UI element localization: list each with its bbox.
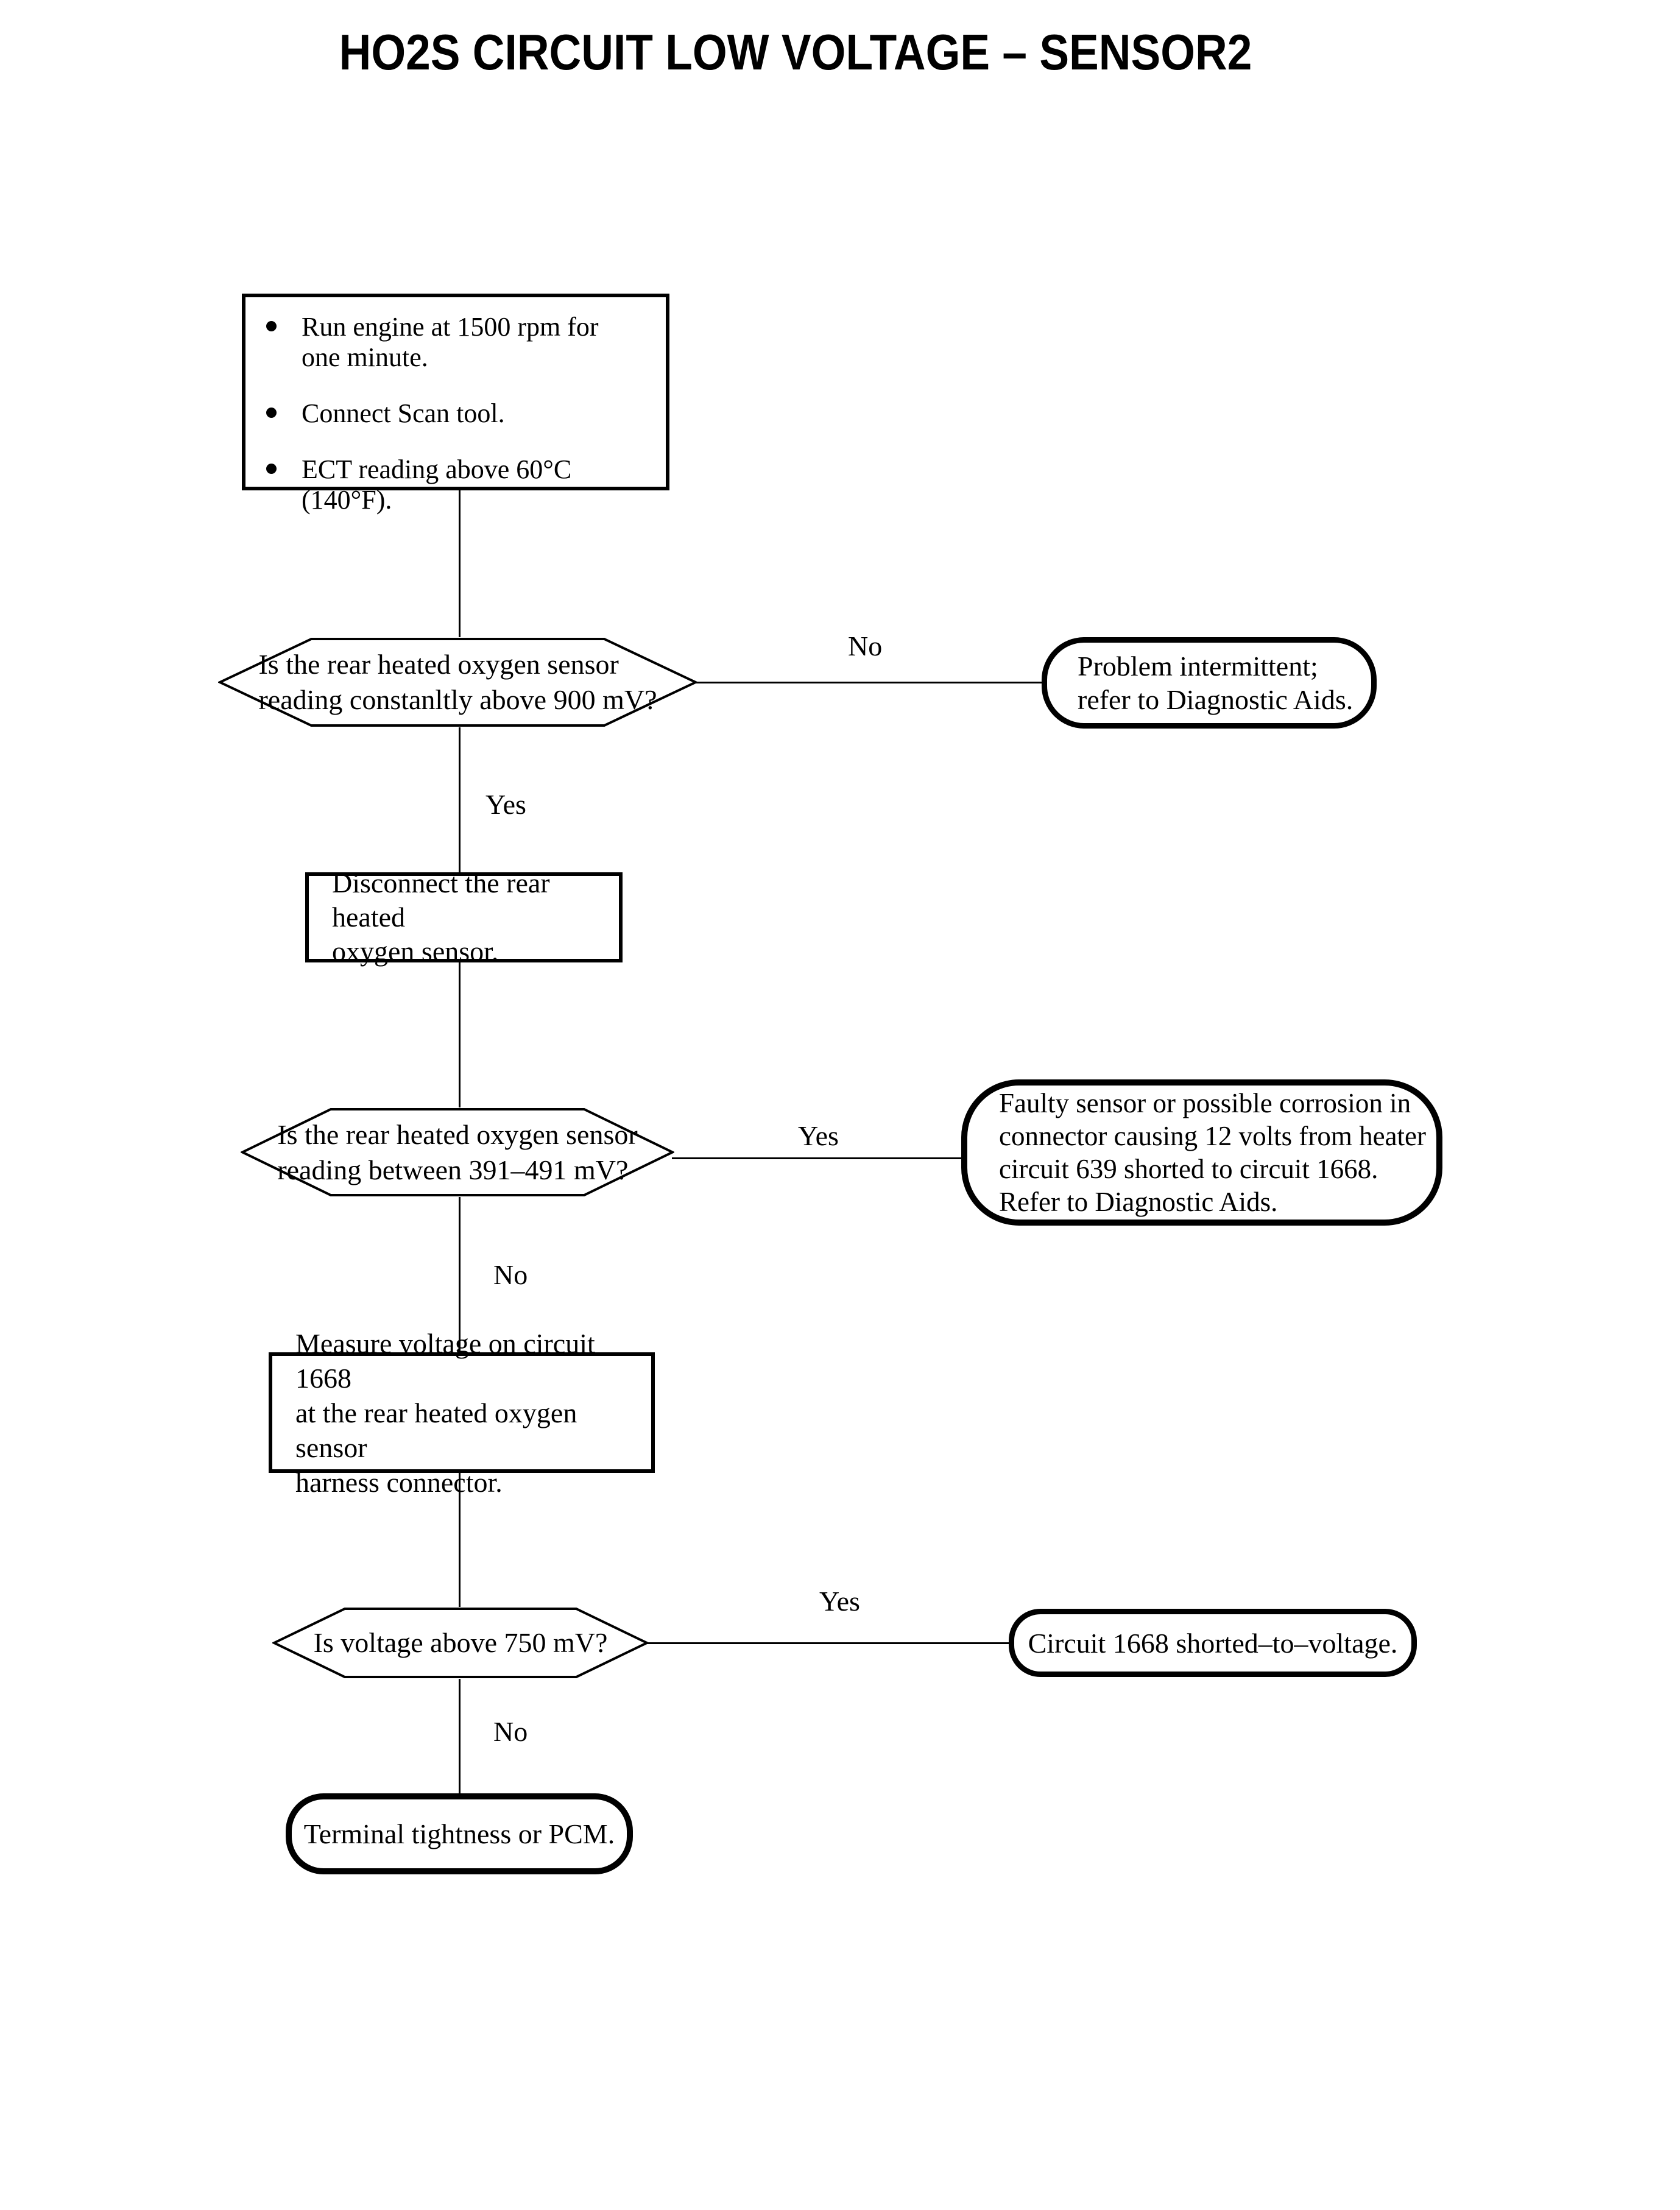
terminal-text-line: Faulty sensor or possible corrosion in xyxy=(999,1088,1411,1118)
terminal-problem-intermittent: Problem intermittent; refer to Diagnosti… xyxy=(1042,637,1377,729)
process-text: Disconnect the rear heated oxygen sensor… xyxy=(309,867,619,967)
connector-start-to-decision1 xyxy=(459,490,461,637)
connector-decision3-no xyxy=(459,1679,461,1793)
start-conditions-box: Run engine at 1500 rpm for one minute. C… xyxy=(242,294,669,515)
terminal-text-line: circuit 639 shorted to circuit 1668. xyxy=(999,1154,1378,1184)
bullet-icon xyxy=(266,321,277,331)
hexagon-shape-icon xyxy=(241,1108,674,1196)
terminal-text-line: Problem intermittent; xyxy=(1078,651,1318,682)
decision-text-line: Is the rear heated oxygen sensor xyxy=(277,1118,638,1150)
process-text-line: harness connector. xyxy=(295,1466,503,1498)
decision-3-text: Is voltage above 750 mV? xyxy=(272,1607,649,1679)
terminal-text-line: Circuit 1668 shorted–to–voltage. xyxy=(1028,1627,1398,1659)
bullet-text-line: one minute. xyxy=(302,342,428,372)
terminal-faulty-sensor: Faulty sensor or possible corrosion in c… xyxy=(961,1079,1442,1226)
terminal-text-line: refer to Diagnostic Aids. xyxy=(1078,684,1354,715)
branch-label-yes-3: Yes xyxy=(819,1586,860,1617)
terminal-terminal-tightness: Terminal tightness or PCM. xyxy=(286,1793,633,1874)
bullet-text: ECT reading above 60°C (140°F). xyxy=(302,454,656,515)
bullet-icon xyxy=(266,464,277,474)
bullet-item: ECT reading above 60°C (140°F). xyxy=(266,454,656,515)
bullet-item: Connect Scan tool. xyxy=(266,398,656,429)
branch-label-no-3: No xyxy=(493,1716,528,1747)
branch-label-yes-2: Yes xyxy=(798,1120,839,1151)
terminal-text-line: Refer to Diagnostic Aids. xyxy=(999,1187,1278,1217)
decision-text-line: Is the rear heated oxygen sensor xyxy=(258,649,619,680)
process-text-line: oxygen sensor. xyxy=(332,936,499,967)
process-measure-voltage: Measure voltage on circuit 1668 at the r… xyxy=(269,1328,655,1498)
bullet-item: Run engine at 1500 rpm for one minute. xyxy=(266,312,656,373)
page-title: HO2S CIRCUIT LOW VOLTAGE – SENSOR2 xyxy=(339,24,1252,80)
decision-1-hexagon: Is the rear heated oxygen sensor reading… xyxy=(218,637,697,727)
connector-decision1-yes xyxy=(459,727,461,872)
decision-text-line: reading constanltly above 900 mV? xyxy=(258,684,657,715)
terminal-text-line: connector causing 12 volts from heater xyxy=(999,1121,1427,1151)
bullet-icon xyxy=(266,408,277,418)
branch-label-no-1: No xyxy=(848,630,883,662)
bullet-text-line: Run engine at 1500 rpm for xyxy=(302,312,599,342)
branch-label-yes-1: Yes xyxy=(485,789,526,820)
decision-text-line: reading between 391–491 mV? xyxy=(277,1154,629,1185)
connector-decision2-no xyxy=(459,1197,461,1352)
terminal-circuit-shorted: Circuit 1668 shorted–to–voltage. xyxy=(1009,1609,1417,1677)
process-text: Measure voltage on circuit 1668 at the r… xyxy=(272,1328,651,1498)
bullet-text: Run engine at 1500 rpm for one minute. xyxy=(302,312,599,373)
terminal-text-line: Terminal tightness or PCM. xyxy=(303,1818,615,1849)
decision-2-text: Is the rear heated oxygen sensor reading… xyxy=(241,1107,674,1197)
connector-decision3-yes xyxy=(646,1642,1011,1644)
start-conditions-content: Run engine at 1500 rpm for one minute. C… xyxy=(245,297,666,515)
decision-3-hexagon: Is voltage above 750 mV? xyxy=(272,1607,649,1679)
process-text-line: at the rear heated oxygen sensor xyxy=(295,1397,577,1463)
process-disconnect-sensor: Disconnect the rear heated oxygen sensor… xyxy=(305,867,623,967)
connector-decision2-yes xyxy=(672,1157,965,1159)
bullet-text-line: ECT reading above 60°C (140°F). xyxy=(302,454,572,515)
branch-label-no-2: No xyxy=(493,1259,528,1290)
bullet-text-line: Connect Scan tool. xyxy=(302,398,505,428)
bullet-text: Connect Scan tool. xyxy=(302,398,505,429)
decision-text-line: Is voltage above 750 mV? xyxy=(313,1627,608,1658)
process-text-line: Disconnect the rear heated xyxy=(332,867,550,933)
connector-process3-to-decision3 xyxy=(459,1473,461,1607)
decision-2-hexagon: Is the rear heated oxygen sensor reading… xyxy=(241,1107,674,1197)
connector-decision1-no xyxy=(694,682,1044,683)
connector-process2-to-decision2 xyxy=(459,962,461,1107)
decision-1-text: Is the rear heated oxygen sensor reading… xyxy=(218,637,697,727)
process-text-line: Measure voltage on circuit 1668 xyxy=(295,1327,595,1394)
